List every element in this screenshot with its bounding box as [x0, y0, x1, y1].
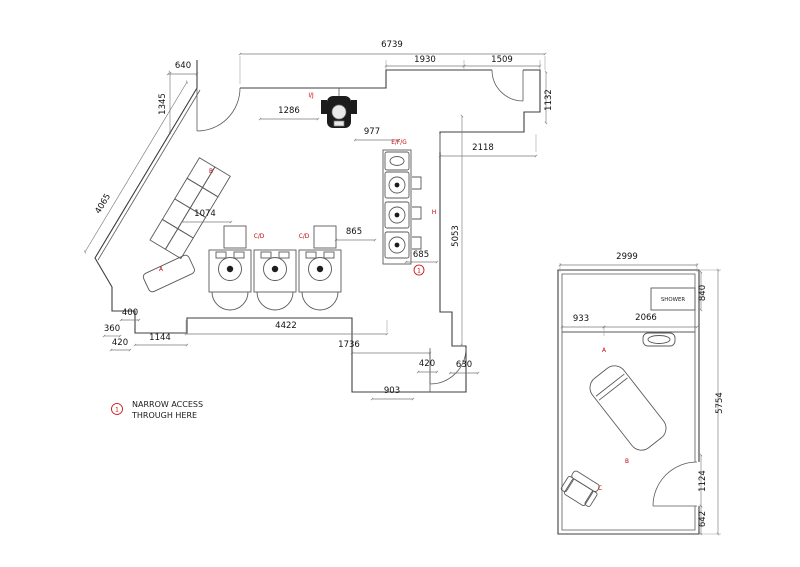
- trolley-left: [223, 225, 247, 249]
- dim-aisle: 685: [413, 250, 429, 260]
- door-arc-top-right: [491, 69, 524, 102]
- label-basins: E/F/G: [391, 140, 407, 146]
- dim-door-top-left: 640: [175, 61, 191, 71]
- dim-lower-bay-width: 1736: [338, 340, 360, 350]
- dimension-labels-treatment: 2999 840 933 2066 5754 1124 642 SHOWER: [573, 252, 725, 527]
- label-room2-chair: C: [598, 486, 602, 492]
- dim-equip-offset: 1286: [278, 106, 300, 116]
- dimension-lines: [84, 52, 720, 536]
- legend-text-line2: THROUGH HERE: [131, 411, 197, 420]
- backwash-bank: [382, 149, 422, 265]
- item-labels: B A C/D C/D E/F/G H I/J 1 A B C: [159, 93, 629, 492]
- label-station-right: C/D: [299, 234, 310, 240]
- dim-notch-1: 400: [122, 308, 138, 318]
- legend-marker-circle: [111, 403, 123, 415]
- styling-station: [208, 249, 252, 311]
- dim-lower-bay-inner: 903: [384, 386, 400, 396]
- treatment-room-inner-line: [561, 273, 696, 531]
- dim-room2-counter-left: 933: [573, 314, 589, 324]
- dim-room2-shower-depth: 840: [698, 285, 708, 301]
- dim-room2-door-offset: 642: [698, 511, 708, 527]
- shower-enclosure: [650, 287, 696, 311]
- side-table: [142, 254, 195, 293]
- dim-cabinet-width: 1074: [194, 209, 216, 219]
- treatment-bed: [589, 365, 667, 451]
- dim-notch-4: 1144: [149, 333, 171, 343]
- dim-step-door: 630: [456, 360, 472, 370]
- dim-notch-2: 360: [104, 324, 120, 334]
- extension-lines: [185, 56, 721, 535]
- dim-top-seg-left: 1930: [414, 55, 436, 65]
- shower-label: SHOWER: [661, 297, 685, 303]
- access-marker-circle: [413, 264, 425, 276]
- styling-stations: [208, 249, 342, 311]
- dim-right-nook: 2118: [472, 143, 494, 153]
- door-arc-top-left: [196, 87, 241, 132]
- dim-right-nook-depth: 1132: [544, 89, 554, 111]
- sink-basin: [642, 332, 676, 347]
- dim-station-gap: 865: [346, 227, 362, 237]
- label-cabinet: B: [209, 169, 213, 175]
- equipment-unit: [321, 88, 357, 128]
- treatment-room-fixtures: [560, 287, 696, 507]
- legend-note: 1 NARROW ACCESS THROUGH HERE: [111, 400, 203, 420]
- dim-top-total: 6739: [381, 40, 403, 50]
- main-room-outline: [94, 60, 541, 393]
- dim-notch-3: 420: [112, 338, 128, 348]
- diagonal-wall-inner-line: [97, 89, 201, 261]
- dim-room2-height: 5754: [715, 392, 725, 414]
- client-chair: [560, 470, 600, 507]
- access-marker-number: 1: [417, 269, 421, 275]
- dim-top-seg-right: 1509: [491, 55, 513, 65]
- label-room2-counter: A: [602, 348, 606, 354]
- styling-station: [298, 249, 342, 311]
- dim-basin-offset: 977: [364, 127, 380, 137]
- label-room2-bed: B: [625, 459, 629, 465]
- cabinet-unit: [149, 157, 231, 260]
- styling-station: [253, 249, 297, 311]
- dim-room2-width: 2999: [616, 252, 638, 262]
- legend-text-line1: NARROW ACCESS: [132, 400, 203, 409]
- door-arc-treatment: [652, 461, 698, 507]
- dimension-labels-main: 6739 1930 1509 640 1345 4065 1286 977 21…: [93, 40, 554, 396]
- dim-step-small: 420: [419, 359, 435, 369]
- label-station-left: C/D: [254, 234, 265, 240]
- treatment-room-outline: [557, 269, 700, 535]
- dim-room2-door: 1124: [698, 470, 708, 492]
- dim-diagonal-wall: 4065: [93, 192, 113, 216]
- dim-room2-counter-right: 2066: [635, 313, 657, 323]
- dim-right-wall: 5053: [451, 225, 461, 247]
- dim-left-upper: 1345: [158, 93, 168, 115]
- dim-bottom-wall: 4422: [275, 321, 297, 331]
- label-aisle: H: [432, 210, 436, 216]
- trolley-right: [313, 225, 337, 249]
- label-table: A: [159, 267, 163, 273]
- legend-marker-number: 1: [115, 408, 119, 414]
- label-equipment: I/J: [308, 93, 314, 99]
- sink-bowl: [647, 335, 671, 344]
